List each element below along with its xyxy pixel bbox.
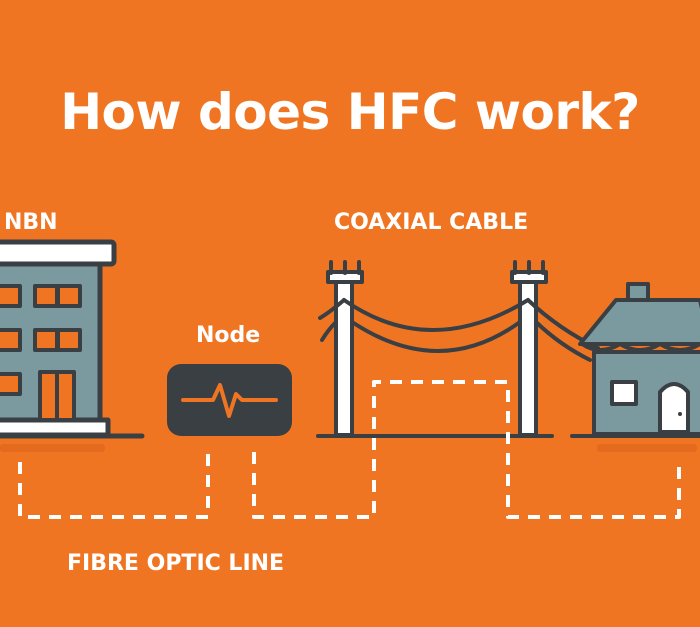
nbn-building-icon (0, 239, 145, 439)
fibre-optic-line-label: FIBRE OPTIC LINE (67, 551, 285, 576)
node-label: Node (196, 323, 261, 348)
diagram-title: How does HFC work? (60, 83, 640, 141)
nbn-label: NBN (4, 210, 58, 235)
house-icon (570, 282, 700, 438)
fibre-dashed-line (18, 452, 210, 519)
coaxial-cables (318, 298, 600, 362)
utility-pole-icon (316, 260, 554, 438)
node-box-icon (167, 364, 292, 436)
coaxial-cable-label: COAXIAL CABLE (334, 210, 529, 235)
ground-shadows (0, 444, 697, 452)
coaxial-dashed-line (252, 380, 681, 519)
